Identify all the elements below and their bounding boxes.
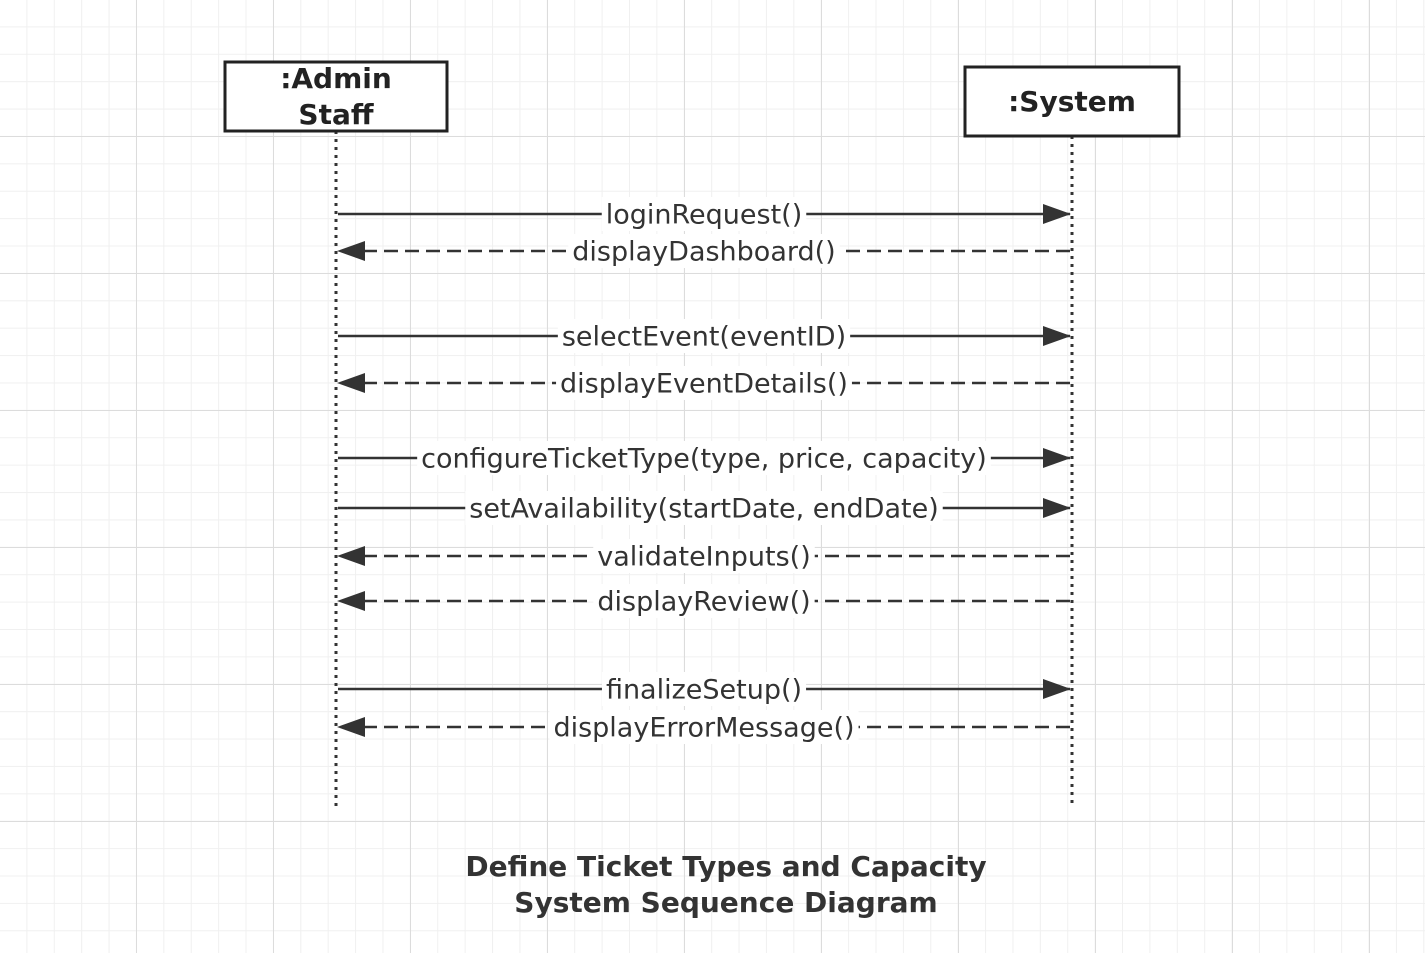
message-2: displayDashboard() <box>337 234 1070 268</box>
message-label: displayEventDetails() <box>560 369 848 400</box>
message-label-background <box>568 234 840 268</box>
message-label-background <box>556 366 852 400</box>
message-label: displayReview() <box>597 587 810 618</box>
message-label: validateInputs() <box>597 542 810 573</box>
lifeline-box-admin <box>223 60 449 133</box>
lifeline-name-admin: :Admin <box>280 62 392 95</box>
message-label: finalizeSetup() <box>606 675 802 706</box>
message-label: configureTicketType(type, price, capacit… <box>421 444 987 475</box>
message-6: setAvailability(startDate, endDate) <box>338 491 1071 525</box>
message-label-background <box>557 319 851 353</box>
message-label-background <box>593 584 815 618</box>
message-label-background <box>601 672 807 706</box>
message-label: displayErrorMessage() <box>553 713 854 744</box>
lifeline-name-admin: Staff <box>298 98 373 131</box>
message-label-background <box>465 491 943 525</box>
message-label-background <box>601 197 807 231</box>
message-label: loginRequest() <box>606 200 803 231</box>
message-label-background <box>549 710 859 744</box>
message-1: loginRequest() <box>338 197 1071 231</box>
message-label: displayDashboard() <box>572 237 835 268</box>
message-3: selectEvent(eventID) <box>338 319 1071 353</box>
diagram-subtitle: System Sequence Diagram <box>514 886 938 919</box>
lifeline-name-system: :System <box>1008 85 1136 118</box>
lifeline-box-system <box>963 65 1181 138</box>
message-4: displayEventDetails() <box>337 366 1070 400</box>
lifeline-head-system: :System <box>963 65 1181 138</box>
message-label: setAvailability(startDate, endDate) <box>469 494 938 525</box>
message-10: displayErrorMessage() <box>337 710 1070 744</box>
message-5: configureTicketType(type, price, capacit… <box>338 441 1071 475</box>
message-label: selectEvent(eventID) <box>562 322 846 353</box>
message-7: validateInputs() <box>337 539 1070 573</box>
diagram-title: Define Ticket Types and Capacity <box>465 850 987 883</box>
message-label-background <box>417 441 991 475</box>
message-8: displayReview() <box>337 584 1070 618</box>
message-label-background <box>593 539 815 573</box>
message-9: finalizeSetup() <box>338 672 1071 706</box>
